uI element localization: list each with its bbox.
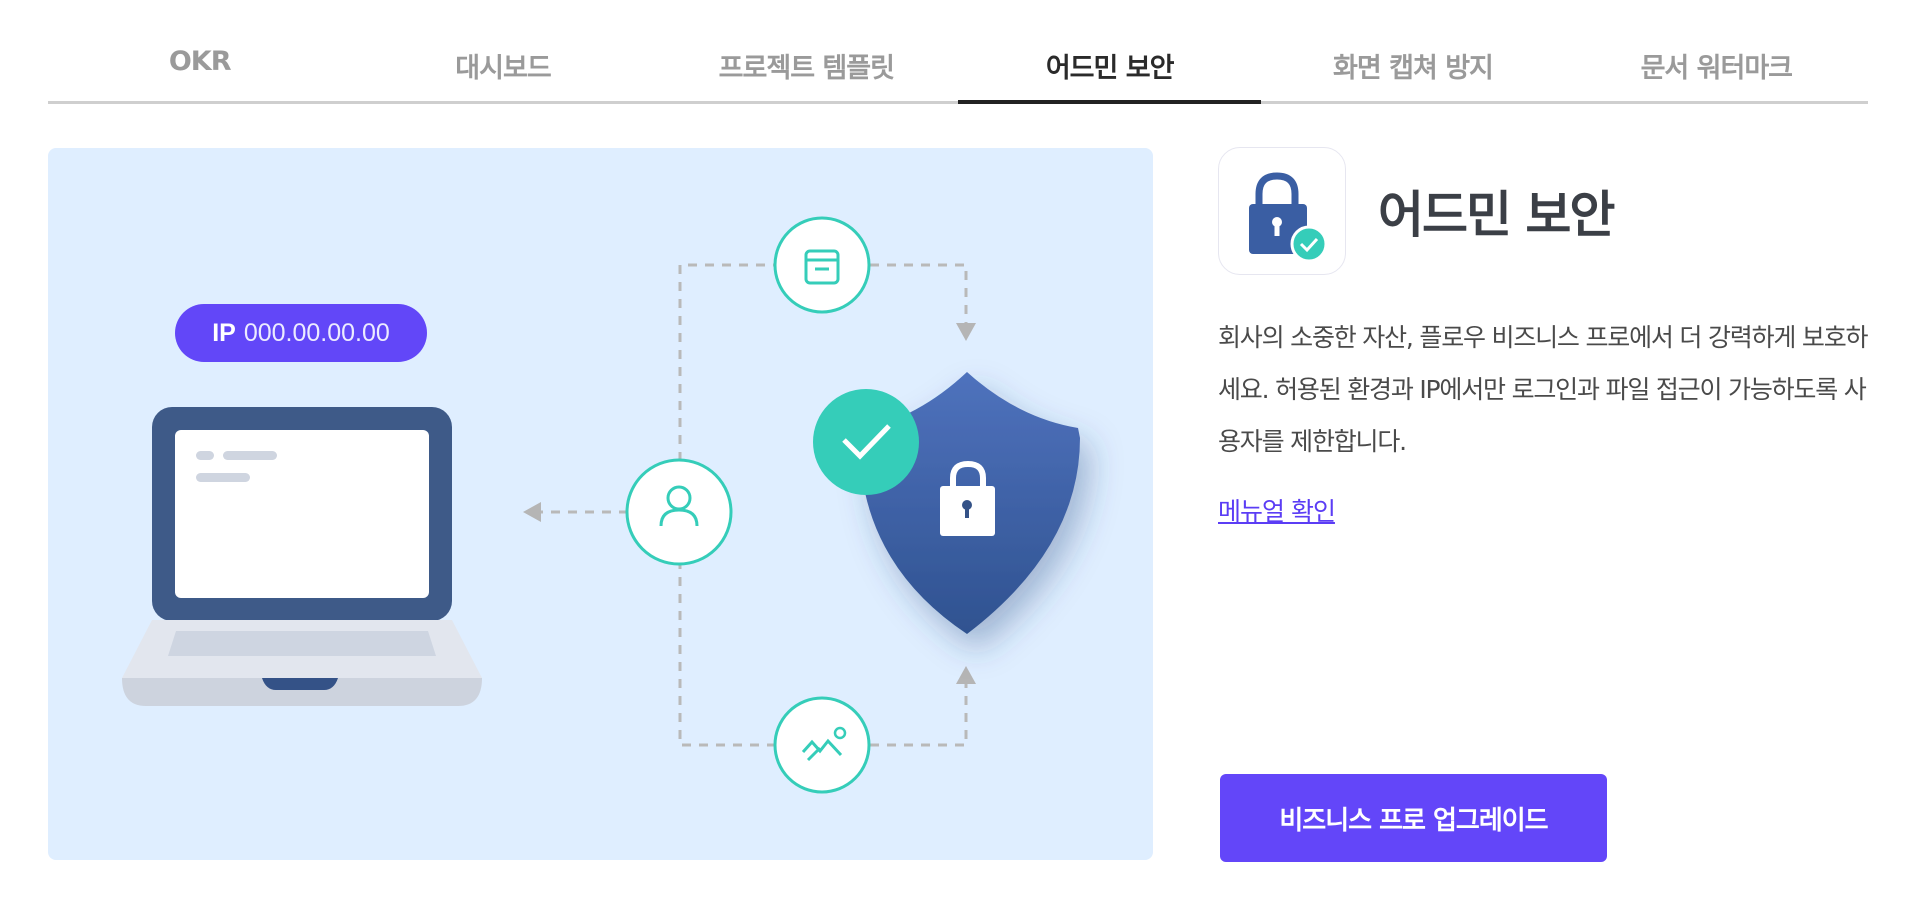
tab-admin-security[interactable]: 어드민 보안 [957, 0, 1262, 104]
ip-label: IP [212, 318, 236, 347]
upgrade-business-pro-button[interactable]: 비즈니스 프로 업그레이드 [1220, 774, 1607, 862]
laptop-icon [122, 407, 482, 706]
arrow-heads [523, 323, 976, 684]
tab-okr[interactable]: OKR [168, 46, 232, 77]
illustration-panel: IP 000.00.00.00 [48, 148, 1153, 860]
lock-icon [940, 460, 995, 536]
user-icon [625, 458, 733, 566]
check-icon [813, 389, 919, 495]
manual-link[interactable]: 메뉴얼 확인 [1218, 497, 1336, 526]
security-illustration [122, 216, 1080, 794]
admin-security-app-icon [1218, 147, 1346, 275]
padlock-check-icon [1249, 172, 1328, 263]
feature-description: 회사의 소중한 자산, 플로우 비즈니스 프로에서 더 강력하게 보호하세요. … [1218, 323, 1869, 456]
connector-lines [538, 263, 968, 747]
feature-title: 어드민 보안 [1378, 186, 1615, 244]
archive-box-icon [773, 216, 871, 314]
tab-dashboard[interactable]: 대시보드 [455, 53, 551, 84]
feature-tabs: OKR 대시보드 프로젝트 템플릿 어드민 보안 화면 캡쳐 방지 문서 워터마… [48, 0, 1868, 104]
ip-value: 000.00.00.00 [243, 318, 390, 347]
tab-project-template[interactable]: 프로젝트 템플릿 [718, 53, 895, 84]
ip-address-badge: IP 000.00.00.00 [175, 304, 427, 362]
tab-document-watermark[interactable]: 문서 워터마크 [1640, 53, 1793, 84]
image-icon [773, 696, 871, 794]
tab-screen-capture-block[interactable]: 화면 캡쳐 방지 [1333, 53, 1494, 84]
